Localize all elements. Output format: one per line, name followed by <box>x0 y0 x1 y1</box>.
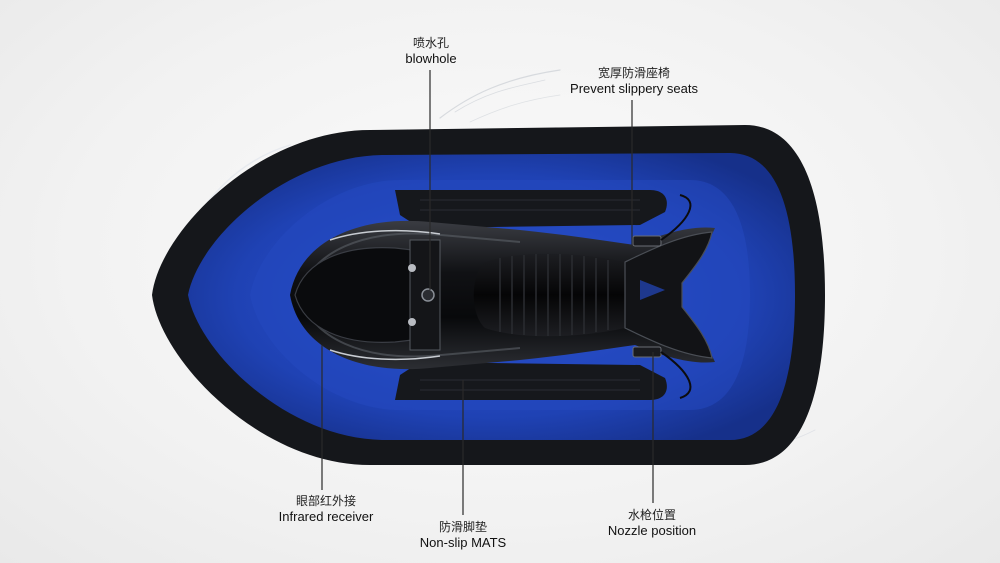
callout-receiver-en: Infrared receiver <box>278 509 374 524</box>
callout-seats-cn: 宽厚防滑座椅 <box>597 66 670 80</box>
non-slip-mat-bottom <box>395 362 667 400</box>
callout-seats: 宽厚防滑座椅 Prevent slippery seats <box>570 66 698 97</box>
seat <box>473 253 625 337</box>
callout-mats-cn: 防滑脚垫 <box>438 520 488 534</box>
non-slip-mat-top <box>395 190 667 228</box>
callout-infrared-receiver: 眼部红外接 Infrared receiver <box>279 494 374 525</box>
callout-blowhole: 喷水孔 blowhole <box>405 36 456 67</box>
leader-lines <box>321 70 654 515</box>
blowhole-icon <box>421 288 435 302</box>
infrared-receiver <box>329 349 441 361</box>
callout-non-slip-mats: 防滑脚垫 Non-slip MATS <box>420 520 506 551</box>
callout-nozzle-position: 水枪位置 Nozzle position <box>608 508 696 539</box>
nozzle-right <box>632 346 662 358</box>
callout-blowhole-en: blowhole <box>405 51 457 66</box>
callout-nozzle-en: Nozzle position <box>607 523 697 538</box>
callout-blowhole-cn: 喷水孔 <box>412 36 450 50</box>
seat-ribs <box>499 254 609 336</box>
callout-seats-en: Prevent slippery seats <box>570 81 698 96</box>
callout-receiver-cn: 眼部红外接 <box>295 494 356 508</box>
nozzle-left <box>632 235 662 247</box>
callout-nozzle-cn: 水枪位置 <box>627 508 676 522</box>
callout-mats-en: Non-slip MATS <box>419 535 507 550</box>
mat-texture <box>420 199 640 391</box>
rear-tail <box>624 231 713 359</box>
